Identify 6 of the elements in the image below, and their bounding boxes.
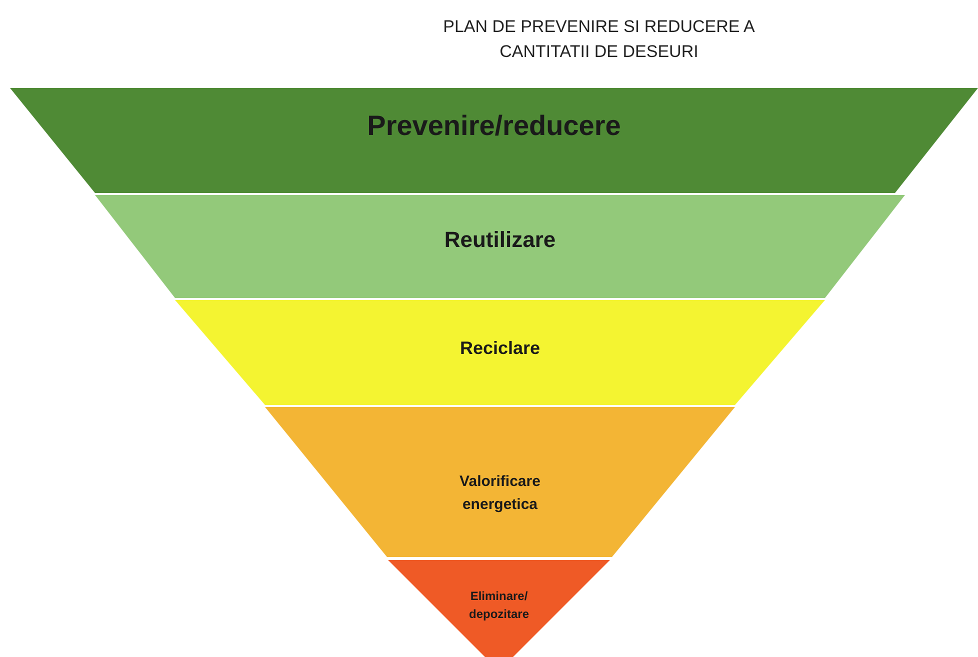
level-label: Eliminare/ depozitare	[468, 588, 530, 623]
level-label: Valorificare energetica	[458, 472, 542, 515]
level-label: Reciclare	[458, 336, 542, 360]
level-label: Prevenire/reducere	[366, 109, 622, 143]
diagram-title: PLAN DE PREVENIRE SI REDUCERE A CANTITATII DE DESEURI	[442, 16, 756, 63]
level-label: Reutilizare	[443, 226, 557, 254]
